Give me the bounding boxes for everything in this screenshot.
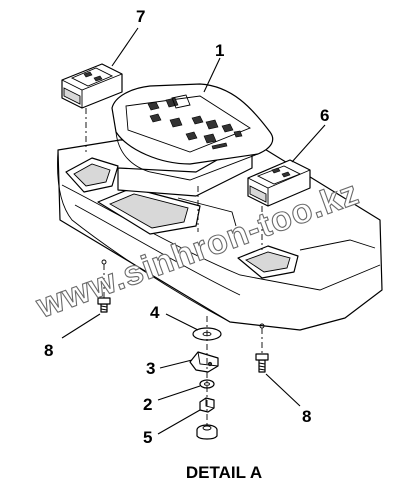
detail-caption: DETAIL A: [186, 463, 262, 482]
screw-left: [97, 297, 111, 313]
callout-1: 1: [215, 41, 224, 60]
callout-7: 7: [136, 7, 145, 26]
screw-right: [255, 353, 269, 373]
callout-8-left: 8: [44, 341, 53, 360]
callout-5: 5: [143, 428, 152, 447]
switch-pod-left: [61, 63, 123, 109]
grommet-5: [196, 424, 218, 440]
callout-3: 3: [146, 359, 155, 378]
callout-8-right: 8: [302, 407, 311, 426]
callout-4: 4: [150, 303, 160, 322]
assembly-centerlines: [85, 108, 263, 426]
callout-6: 6: [320, 106, 329, 125]
leader-lines: [61, 27, 326, 435]
bracket-3: [189, 351, 219, 373]
main-switch-panel: [111, 83, 274, 197]
callout-2: 2: [143, 395, 152, 414]
switch-pod-right: [247, 159, 311, 207]
